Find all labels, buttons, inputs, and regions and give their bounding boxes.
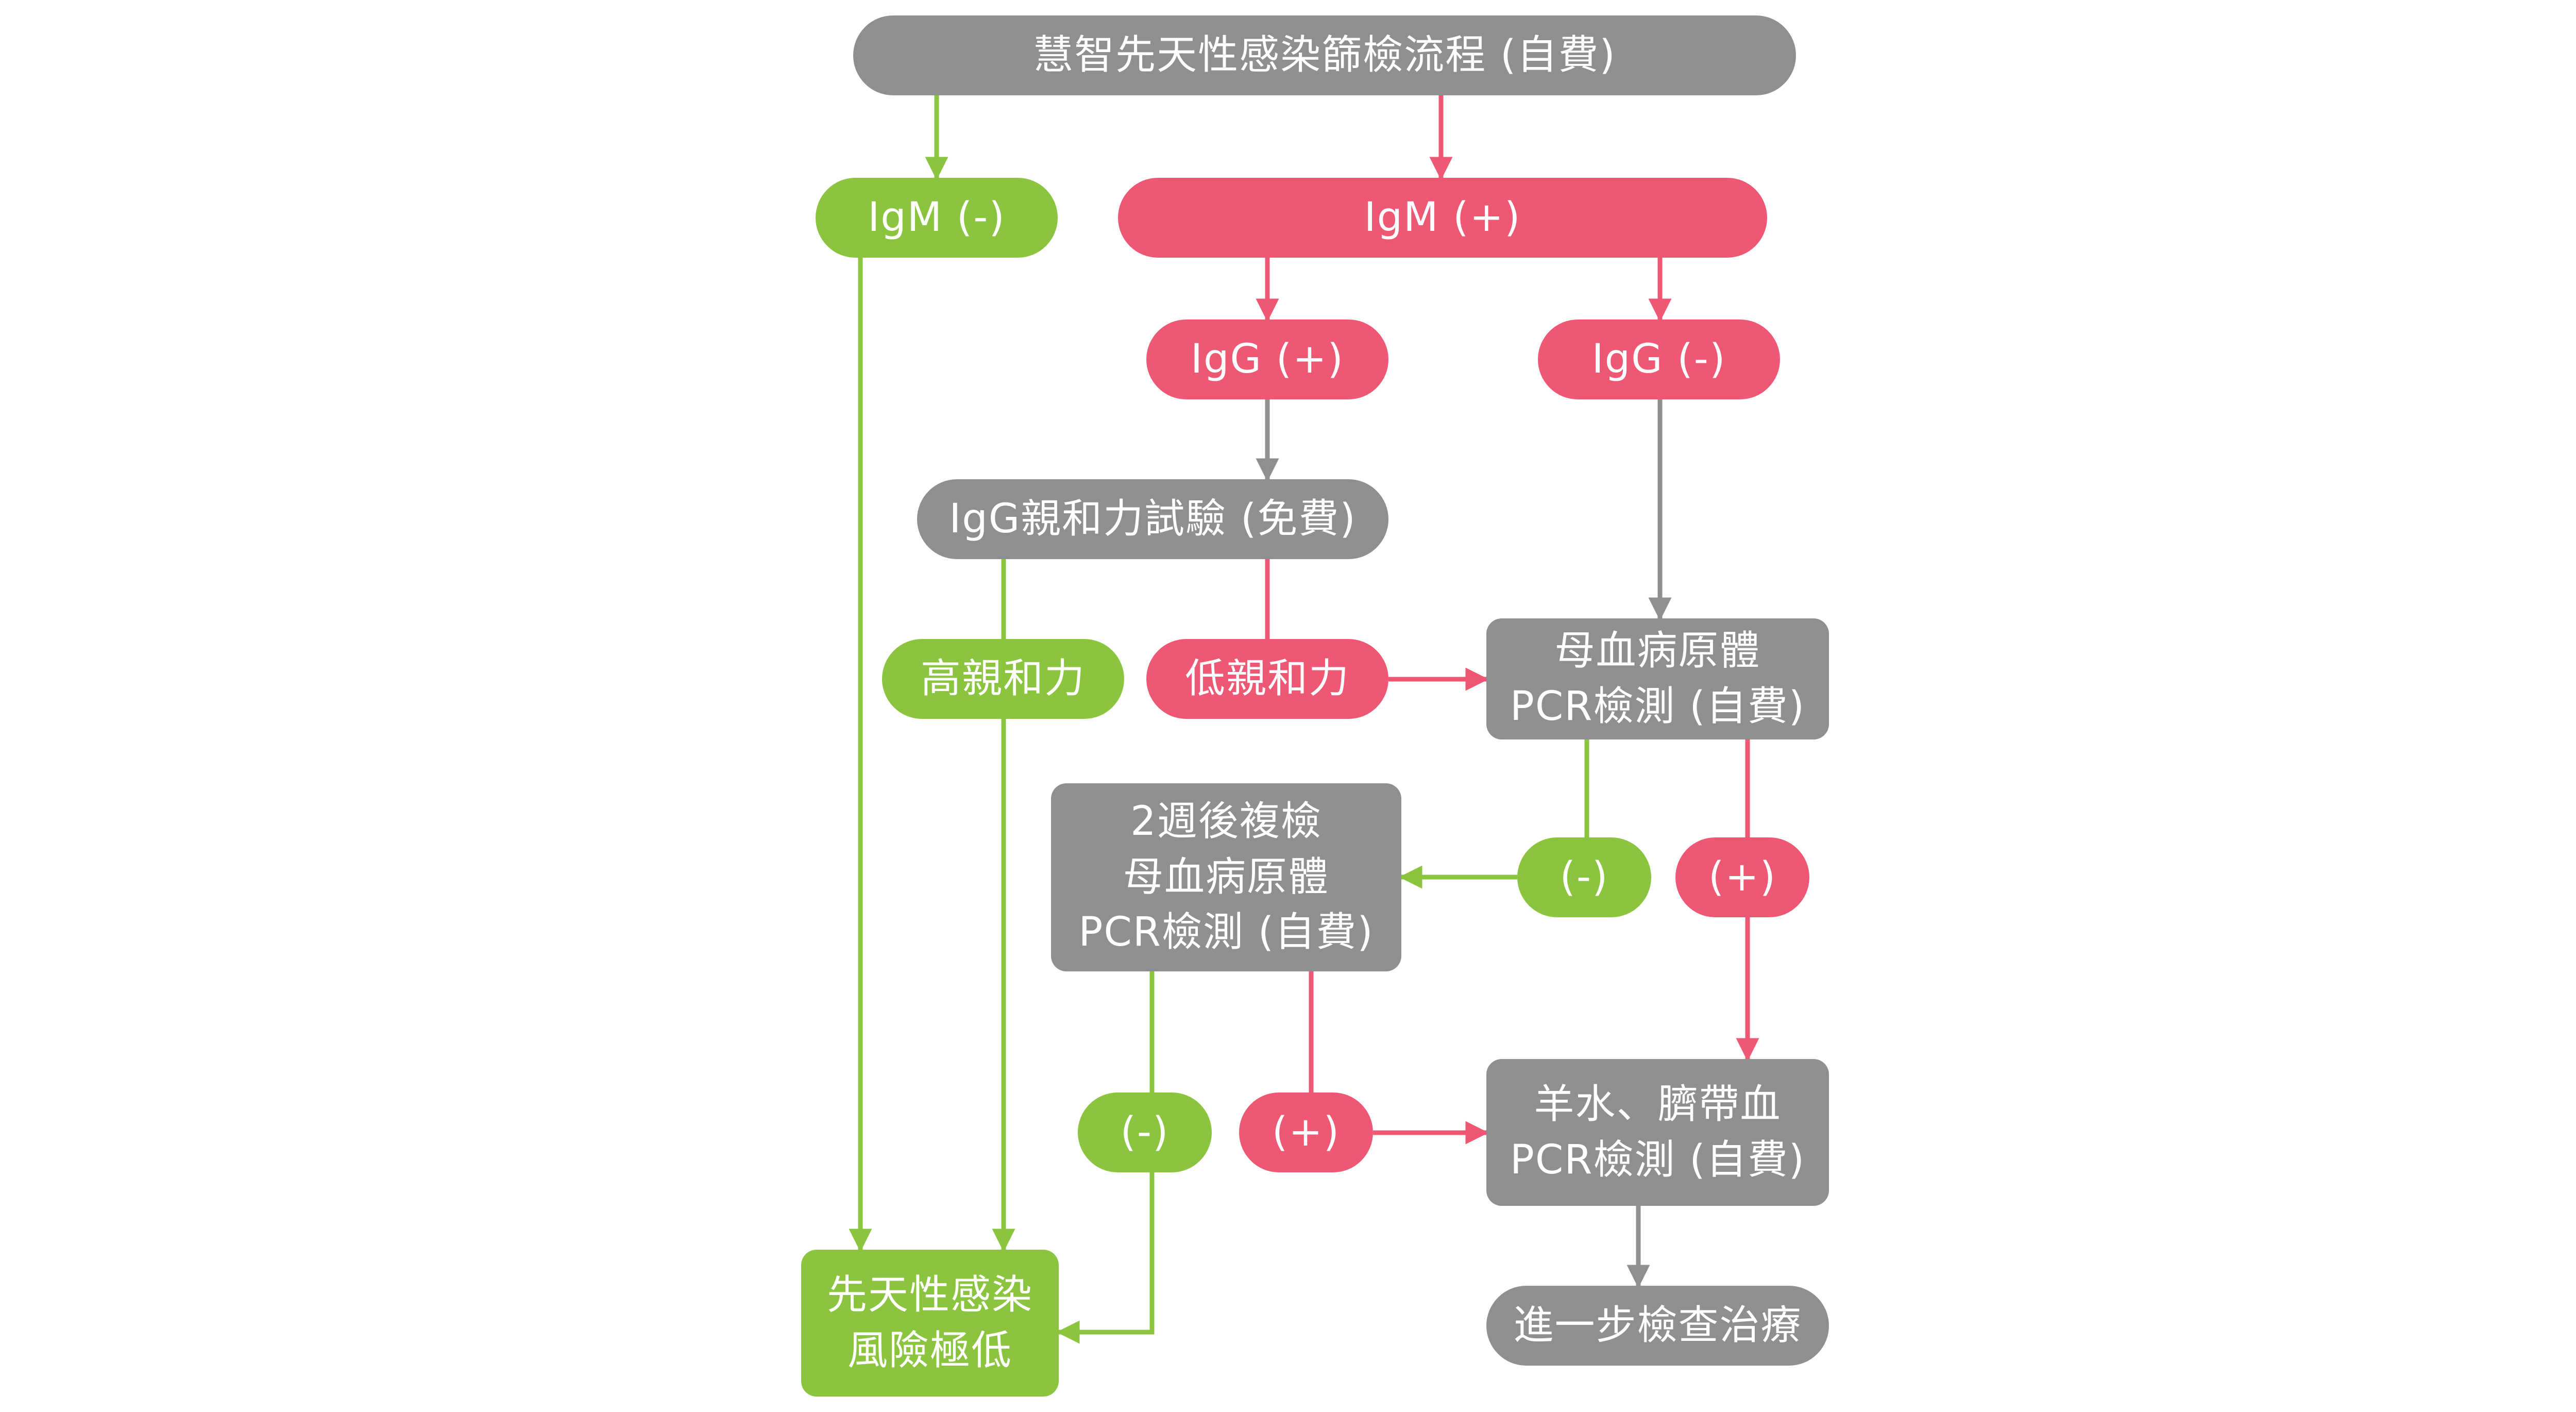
low-risk-line-1: 先天性感染 <box>826 1271 1033 1318</box>
igm-negative-node: IgM (-) <box>816 178 1058 258</box>
pcr-negative-node: (-) <box>1517 837 1651 917</box>
retest-pcr-line-1: 2週後複檢 <box>1130 798 1322 845</box>
retest-negative-node: (-) <box>1078 1092 1212 1172</box>
retest-pcr-node: 2週後複檢 母血病原體 PCR檢測 (自費) <box>1051 783 1401 971</box>
maternal-blood-pcr-line-2: PCR檢測 (自費) <box>1510 683 1806 730</box>
high-avidity-node: 高親和力 <box>882 639 1124 719</box>
maternal-blood-pcr-line-1: 母血病原體 <box>1554 627 1761 674</box>
retest-negative-label: (-) <box>1120 1108 1170 1155</box>
low-avidity-node: 低親和力 <box>1146 639 1388 719</box>
pcr-negative-label: (-) <box>1560 853 1609 900</box>
further-treatment-label: 進一步檢查治療 <box>1513 1302 1802 1349</box>
retest-pcr-line-3: PCR檢測 (自費) <box>1078 909 1374 956</box>
igg-negative-node: IgG (-) <box>1538 320 1780 399</box>
igm-negative-label: IgM (-) <box>868 194 1006 241</box>
low-avidity-label: 低親和力 <box>1184 655 1350 702</box>
retest-pcr-line-2: 母血病原體 <box>1123 853 1329 900</box>
amniotic-cord-blood-pcr-line-1: 羊水、臍帶血 <box>1534 1081 1782 1128</box>
low-risk-line-2: 風險極低 <box>847 1327 1012 1374</box>
amniotic-cord-blood-pcr-node: 羊水、臍帶血 PCR檢測 (自費) <box>1486 1059 1829 1206</box>
igg-avidity-test-node: IgG親和力試驗 (免費) <box>917 479 1388 559</box>
pcr-positive-label: (+) <box>1708 853 1777 900</box>
title-text: 慧智先天性感染篩檢流程 (自費) <box>1033 31 1616 78</box>
further-treatment-node: 進一步檢查治療 <box>1486 1286 1829 1366</box>
retest-positive-label: (+) <box>1272 1108 1341 1155</box>
amniotic-cord-blood-pcr-line-2: PCR檢測 (自費) <box>1510 1136 1806 1183</box>
igg-negative-label: IgG (-) <box>1591 335 1726 382</box>
igm-positive-label: IgM (+) <box>1364 194 1521 241</box>
igg-positive-node: IgG (+) <box>1146 320 1388 399</box>
high-avidity-label: 高親和力 <box>920 655 1086 702</box>
igg-positive-label: IgG (+) <box>1191 335 1344 382</box>
igm-positive-node: IgM (+) <box>1118 178 1767 258</box>
flowchart-title: 慧智先天性感染篩檢流程 (自費) <box>853 15 1796 95</box>
maternal-blood-pcr-node: 母血病原體 PCR檢測 (自費) <box>1486 618 1829 739</box>
low-risk-node: 先天性感染 風險極低 <box>801 1250 1059 1397</box>
retest-positive-node: (+) <box>1239 1092 1373 1172</box>
pcr-positive-node: (+) <box>1675 837 1809 917</box>
igg-avidity-test-label: IgG親和力試驗 (免費) <box>949 495 1357 542</box>
connector-retest-neg-to-low-risk <box>1056 1172 1155 1344</box>
